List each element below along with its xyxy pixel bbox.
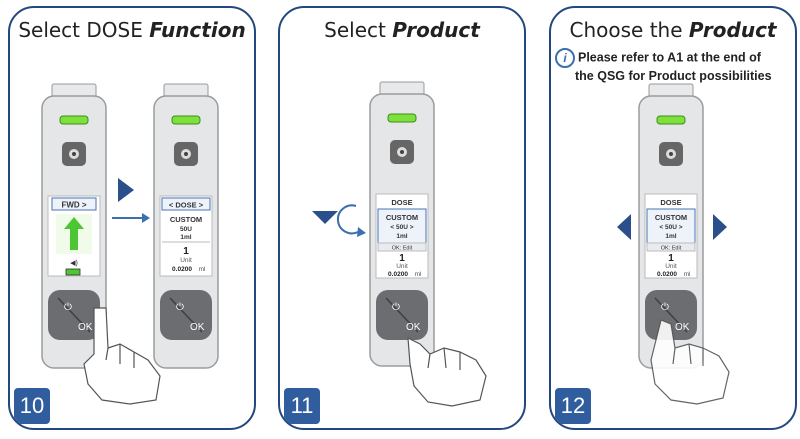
product-name: CUSTOM — [655, 213, 687, 222]
dose-value: < 50U > — [659, 224, 682, 231]
product-name: CUSTOM — [386, 213, 418, 222]
step-panel-10: Select DOSE Function FWD > ◀) ⏻ OK — [8, 6, 256, 430]
power-icon: ⏻ — [176, 302, 184, 313]
edit-hint: OK: Edit — [661, 246, 682, 252]
note-line-1: Please refer to A1 at the end of — [578, 50, 761, 65]
rotate-arrow-icon — [336, 204, 359, 235]
screen-header: < DOSE > — [169, 201, 204, 210]
hand-icon — [407, 336, 487, 407]
ml-value: 0.0200 — [388, 271, 408, 278]
dose-value: < 50U > — [390, 224, 413, 231]
volume-value: 1ml — [665, 233, 676, 240]
step-10-illustration: FWD > ◀) ⏻ OK < DOSE > CUSTOM 50U 1ml 1 — [41, 83, 219, 405]
screen-header: DOSE — [660, 198, 681, 207]
volume-value: 1ml — [396, 233, 407, 240]
ok-button[interactable]: OK — [190, 322, 205, 333]
pen-device: DOSE CUSTOM < 50U > 1ml OK: Edit 1 Unit … — [638, 83, 704, 369]
ml-unit: ml — [199, 266, 206, 273]
step-number: 10 — [14, 388, 50, 424]
unit-label: Unit — [180, 257, 192, 264]
unit-label: Unit — [665, 263, 677, 270]
screen-header: DOSE — [391, 198, 412, 207]
pen-device: DOSE CUSTOM < 50U > 1ml OK: Edit 1 Unit … — [369, 81, 435, 367]
edit-hint: OK: Edit — [392, 246, 413, 252]
step-number: 12 — [555, 388, 591, 424]
note-line-2: the QSG for Product possibilities — [575, 69, 772, 83]
step-title: Select Product — [324, 18, 480, 42]
step-11-illustration: DOSE CUSTOM < 50U > 1ml OK: Edit 1 Unit … — [312, 81, 487, 407]
up-arrow-icon — [64, 217, 84, 250]
dose-value: 50U — [180, 226, 192, 233]
power-icon: ⏻ — [64, 302, 72, 313]
ml-value: 0.0200 — [172, 266, 192, 273]
status-led — [171, 115, 201, 125]
status-led — [59, 115, 89, 125]
info-icon: i — [555, 48, 575, 68]
status-led — [387, 113, 417, 123]
screen-header: FWD > — [61, 201, 86, 210]
unit-count: 1 — [399, 253, 405, 264]
step-number: 11 — [284, 388, 320, 424]
unit-count: 1 — [183, 246, 189, 257]
ok-button[interactable]: OK — [78, 322, 93, 333]
battery-icon — [65, 268, 81, 276]
step-panel-11: Select Product DOSE CUSTOM < 50U > 1ml O… — [278, 6, 526, 430]
step-title: Choose the Product — [569, 18, 777, 42]
hand-icon — [83, 307, 161, 405]
speaker-icon: ◀) — [70, 260, 78, 267]
ok-button[interactable]: OK — [406, 322, 421, 333]
power-icon: ⏻ — [661, 302, 669, 313]
ml-value: 0.0200 — [657, 271, 677, 278]
step-title: Select DOSE Function — [18, 18, 246, 42]
ml-unit: ml — [684, 271, 691, 278]
right-triangle-icon — [713, 214, 727, 240]
product-name: CUSTOM — [170, 215, 202, 224]
pen-device-left: FWD > ◀) ⏻ OK — [41, 83, 107, 369]
ml-unit: ml — [415, 271, 422, 278]
down-triangle-icon — [312, 211, 338, 224]
unit-count: 1 — [668, 253, 674, 264]
hand-icon — [650, 319, 730, 405]
power-icon: ⏻ — [392, 302, 400, 313]
status-led — [656, 115, 686, 125]
volume-value: 1ml — [180, 234, 191, 241]
pen-device-right: < DOSE > CUSTOM 50U 1ml 1 Unit 0.0200 ml… — [153, 83, 219, 369]
unit-label: Unit — [396, 263, 408, 270]
step-12-illustration: DOSE CUSTOM < 50U > 1ml OK: Edit 1 Unit … — [617, 83, 730, 405]
ok-button[interactable]: OK — [675, 322, 690, 333]
left-triangle-icon — [617, 214, 631, 240]
right-triangle-icon — [118, 178, 134, 202]
